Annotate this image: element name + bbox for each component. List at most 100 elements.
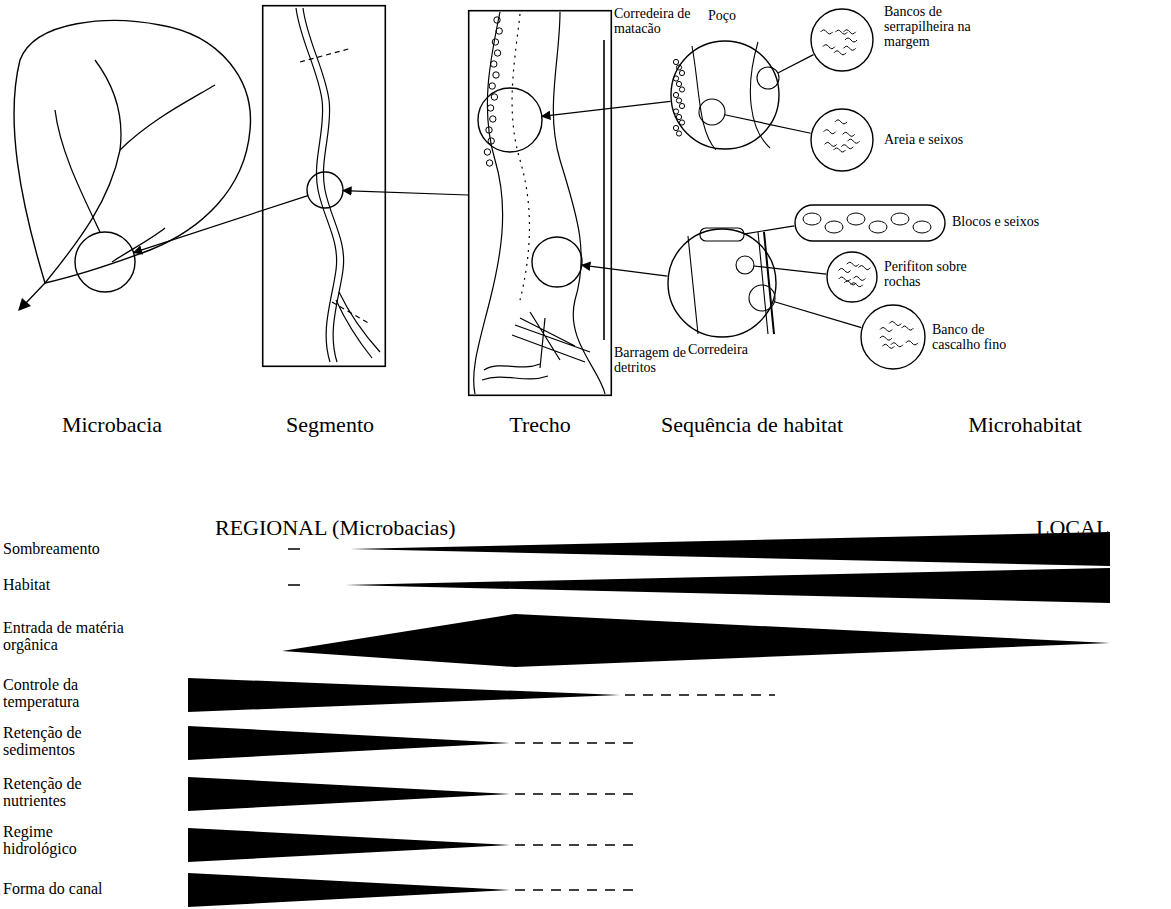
microhabitat-label-box: Banco de cascalho fino [932, 322, 1022, 352]
watershed-stream [120, 85, 215, 150]
habitat-circle [671, 41, 779, 149]
microhabitat-label: Blocos e seixos [952, 214, 1072, 229]
texture-stroke [825, 142, 837, 146]
scale-caption: Trecho [470, 413, 610, 437]
microhabitat-circle-shape [826, 251, 878, 303]
microhabitat-circle: Areia e seixos [810, 108, 874, 172]
texture-stroke [839, 277, 851, 281]
texture-stroke [858, 266, 870, 270]
watershed-outline [14, 21, 250, 283]
factor-label: Forma do canal [3, 880, 183, 897]
factor-label: Retenção de sedimentos [3, 724, 103, 759]
boulder-symbol [673, 59, 678, 64]
microhabitat-circle [861, 305, 925, 369]
factor-label: Habitat [3, 576, 183, 593]
feature-label-box: Corredeira de matacão [614, 6, 694, 36]
texture-stroke [843, 132, 855, 136]
scale-caption-box: Trecho [470, 413, 610, 437]
habitat-label-box: Poço [708, 8, 758, 23]
segment-stream [307, 172, 343, 208]
habitat-label-box: Corredeira [688, 342, 768, 357]
boulder-symbol [493, 72, 499, 78]
reach-stream [474, 12, 605, 394]
boulder-symbol [491, 94, 497, 100]
reach-stream [478, 88, 542, 152]
watershed-outline: Microbacia [5, 15, 260, 295]
segment-panel-shape [262, 5, 386, 367]
scale-caption-box: Microbacia [22, 413, 202, 437]
segment-panel [263, 6, 386, 367]
wedge-dashes [515, 742, 640, 743]
boulder-symbol [484, 149, 490, 155]
scale-arrow [582, 265, 668, 276]
feature-label: Corredeira de matacão [614, 6, 694, 36]
effect-wedges [188, 873, 510, 907]
microhabitat-circle [811, 9, 873, 71]
texture-stroke [839, 268, 851, 272]
microhabitat-label: Perifiton sobre rochas [884, 259, 976, 289]
texture-stroke [847, 139, 859, 143]
texture-stroke [821, 30, 833, 34]
habitat-circle-shape [667, 228, 777, 338]
wedge-dashes [515, 889, 640, 890]
axis-label-box: REGIONAL (Microbacias) [215, 516, 515, 540]
wedge-dashes [515, 793, 640, 794]
factor-label: Entrada de matéria orgânica [3, 619, 153, 654]
texture-stroke [901, 326, 913, 330]
wedge-dashes [625, 694, 775, 695]
factor-label: Regime hidrológico [3, 823, 103, 858]
microhabitat-pill [795, 205, 945, 241]
leader-line [774, 302, 861, 328]
microhabitat-circle-shape [810, 8, 874, 72]
texture-stroke [891, 343, 903, 347]
boulder-symbol [679, 87, 684, 92]
pool-detail [750, 42, 770, 148]
boulder-symbol [489, 83, 495, 89]
reach-panel [469, 11, 612, 396]
microhabitat-circle [827, 252, 877, 302]
microhabitat-label-box: Bancos de serrapilheira na margem [884, 4, 990, 49]
reach-stream [512, 14, 529, 300]
factor-label-box: Retenção de nutrientes [3, 775, 103, 810]
reach-stream [512, 312, 590, 368]
feature-label-box: Barragem de detritos [614, 345, 694, 375]
factor-label-box: Regime hidrológico [3, 823, 103, 858]
boulder-symbol [496, 28, 502, 34]
watershed-stream [75, 232, 135, 292]
habitat-circle: Corredeira [667, 228, 777, 338]
feature-label: Barragem de detritos [614, 345, 694, 375]
axis-label-box: LOCAL [1036, 516, 1126, 540]
microhabitat-circle [811, 109, 873, 171]
watershed-stream [24, 283, 45, 305]
leader-line [754, 266, 826, 274]
effect-wedges [188, 777, 510, 811]
boulder-symbol [490, 116, 496, 122]
texture-stroke [824, 130, 836, 134]
riffle-detail [736, 256, 754, 274]
boulder-symbol [491, 61, 497, 67]
segment-panel [263, 6, 386, 367]
microhabitat-circle: Perifiton sobre rochas [826, 251, 878, 303]
boulder-symbol [676, 81, 681, 86]
reach-stream [482, 364, 548, 380]
microhabitat-pill: Blocos e seixos [795, 205, 945, 241]
segment-stream [336, 300, 372, 358]
leader-line [725, 115, 811, 134]
microhabitat-pill-shape [795, 205, 945, 241]
watershed-stream [55, 110, 100, 232]
factor-label-box: Sombreamento [3, 540, 183, 557]
factor-label-box: Retenção de sedimentos [3, 724, 103, 759]
watershed-outline-shape [5, 15, 260, 295]
stone-symbol [825, 221, 843, 233]
scale-caption-box: Segmento [250, 413, 410, 437]
texture-stroke [835, 120, 847, 124]
segment-stream [300, 48, 352, 62]
boulder-symbol [486, 127, 492, 133]
boulder-symbol [487, 105, 493, 111]
stone-symbol [913, 221, 931, 233]
stone-symbol [847, 213, 865, 225]
factor-label: Sombreamento [3, 540, 183, 557]
boulder-symbol [494, 17, 500, 23]
